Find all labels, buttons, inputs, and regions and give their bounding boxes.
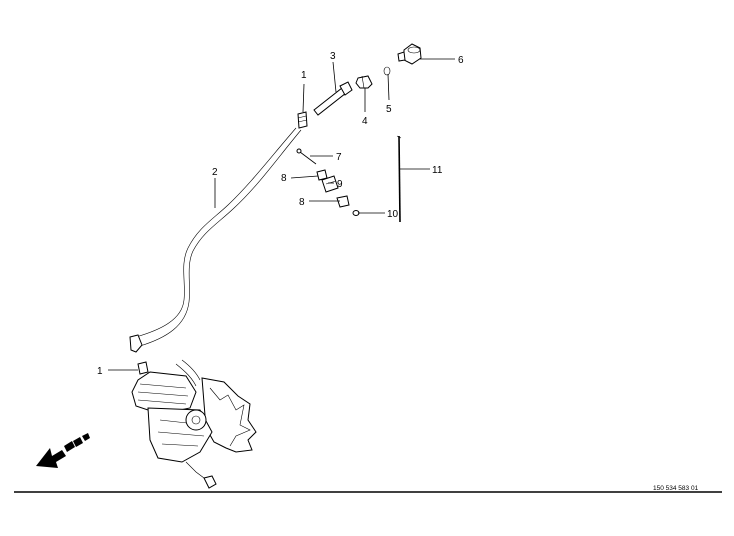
callout-9: 9 [337,179,343,190]
callout-4: 4 [362,116,368,127]
document-number: 150 534 583 01 [653,485,699,492]
callout-1-bottom: 1 [97,366,103,377]
callout-2: 2 [212,167,218,178]
screw-part-7 [296,148,317,165]
leader-lines [108,58,455,371]
callout-3: 3 [330,51,336,62]
compressor-assembly-icon [131,359,257,489]
callout-8-upper: 8 [281,173,287,184]
callout-5: 5 [386,104,392,115]
callout-11: 11 [432,165,443,176]
fitting-part-1-bottom [137,361,149,375]
nut-part-4 [355,75,373,89]
callout-labels: 1 3 4 5 6 2 7 8 9 8 10 11 1 [97,51,464,377]
callout-10: 10 [387,209,399,220]
rod-part-11 [396,135,402,223]
clamp-part-8-lower [336,195,350,208]
callout-7: 7 [336,152,342,163]
hose-part-2 [129,127,302,353]
fitting-part-1-top [297,111,308,129]
oring-part-5 [383,66,391,76]
callout-1-top: 1 [301,70,307,81]
forward-direction-arrow-icon [36,433,90,468]
cap-part-6 [397,43,422,65]
callout-8-lower: 8 [299,197,305,208]
pipe-part-3 [313,81,353,116]
clamp-part-9 [321,175,339,193]
callout-6: 6 [458,55,464,66]
